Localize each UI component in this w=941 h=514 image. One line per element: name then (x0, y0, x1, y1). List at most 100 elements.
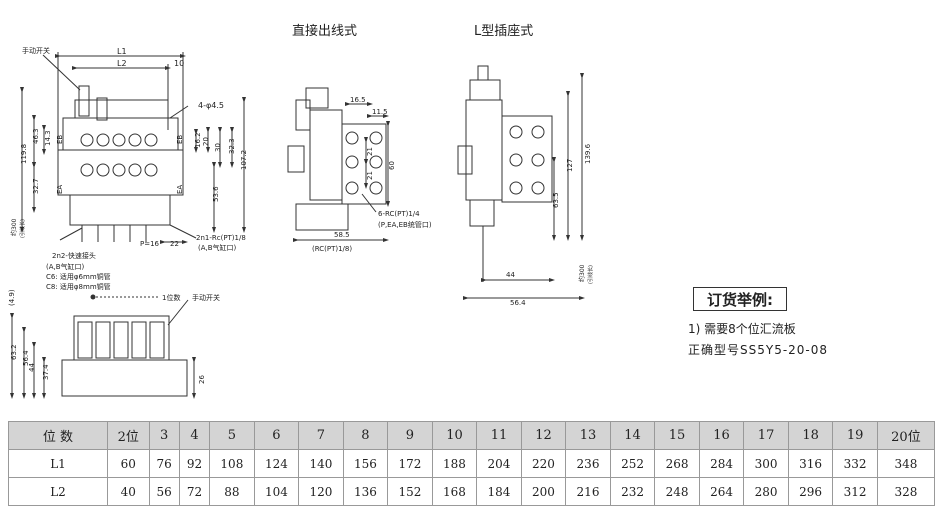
table-cell: 216 (565, 477, 611, 506)
dim-56-4-bottom: 56.4 (22, 350, 30, 366)
table-cell: 316 (787, 449, 834, 478)
table-cell: 248 (654, 477, 700, 506)
table-cell: 328 (876, 477, 936, 506)
table-cell: 348 (876, 449, 936, 478)
dim-63-2: 63.2 (10, 344, 18, 360)
label-eb-right: EB (176, 135, 184, 144)
port-rc-label: 2n1-Rc(PT)1/8 (196, 234, 246, 242)
dim-21-top: 21 (366, 147, 374, 156)
position-marker-icon (90, 294, 96, 300)
table-cell: 232 (609, 477, 656, 506)
header-cell: 11 (476, 421, 522, 450)
title-l-plug: L型插座式 (474, 24, 533, 39)
table-cell: 40 (107, 477, 150, 506)
header-cell: 20位 (876, 421, 936, 450)
order-example-title: 订货举例: (693, 287, 787, 311)
dim-53-6: 53.6 (212, 186, 220, 202)
table-cell: 268 (654, 449, 700, 478)
fitting-label: 2n2-快速接头 (52, 251, 96, 260)
dim-32-3: 32.3 (228, 138, 236, 154)
dim-37-4: 37.4 (42, 364, 50, 380)
dim-139-6: 139.6 (584, 143, 592, 164)
row-label-cell: L1 (8, 449, 108, 478)
header-cell: 9 (387, 421, 433, 450)
label-eb: EB (56, 135, 64, 144)
table-cell: 56 (148, 477, 180, 506)
dim-58-5: 58.5 (334, 231, 350, 239)
header-cell: 2位 (107, 421, 150, 450)
table-cell: 108 (209, 449, 255, 478)
table-cell: 236 (565, 449, 611, 478)
technical-drawing: 直接出线式 L型插座式 (8, 23, 594, 399)
dim-46-3: 46.3 (32, 128, 40, 144)
lead-note-right: (引线长) (587, 265, 594, 284)
header-cell: 13 (565, 421, 611, 450)
dim-107-2: 107.2 (240, 150, 248, 170)
dim-63-5: 63.5 (552, 192, 560, 208)
header-cell: 12 (520, 421, 567, 450)
table-cell: 172 (387, 449, 433, 478)
dim-60: 60 (388, 161, 396, 170)
lead-300-right: 约300 (578, 264, 586, 282)
table-cell: 284 (698, 449, 745, 478)
row-label-cell: L2 (8, 477, 108, 506)
dim-26: 26 (198, 375, 206, 384)
dim-44: 44 (506, 271, 515, 279)
table-cell: 300 (743, 449, 789, 478)
dim-21-bottom: 21 (366, 171, 374, 180)
table-cell: 168 (431, 477, 478, 506)
table-cell: 140 (298, 449, 344, 478)
header-cell: 5 (209, 421, 255, 450)
dim-l2: L2 (117, 59, 127, 68)
header-cell: 19 (832, 421, 878, 450)
table-cell: 220 (520, 449, 567, 478)
pitch-label: P=16 (140, 240, 160, 248)
side-view-lplug (457, 65, 585, 300)
table-cell: 104 (253, 477, 300, 506)
header-cell: 3 (148, 421, 180, 450)
label-ea-right: EA (176, 185, 184, 194)
table-cell: 188 (431, 449, 478, 478)
side-view-direct (287, 87, 390, 242)
rc-bottom-label: (RC(PT)1/8) (312, 245, 352, 253)
table-cell: 296 (787, 477, 834, 506)
header-cell: 6 (253, 421, 300, 450)
dim-10: 10 (174, 59, 184, 68)
dim-4-9: (4.9) (8, 289, 16, 306)
bottom-view (10, 296, 196, 399)
dim-20: 20 (202, 137, 210, 146)
dim-119-8: 119.8 (20, 144, 28, 164)
table-cell: 156 (342, 449, 389, 478)
label-ea: EA (56, 185, 64, 194)
lead-note-left: (引线长) (19, 219, 26, 238)
table-cell: 264 (698, 477, 745, 506)
dim-127: 127 (566, 159, 574, 172)
c6-note: C6: 适用φ6mm铜管 (46, 272, 111, 281)
dim-56-4: 56.4 (510, 299, 526, 307)
dim-16-2: 16.2 (194, 132, 202, 148)
front-view (20, 52, 246, 244)
table-cell: 88 (209, 477, 255, 506)
fitting-sub: (A,B气缸口) (46, 262, 85, 271)
header-label-cell: 位 数 (8, 421, 108, 450)
table-cell: 136 (342, 477, 389, 506)
header-cell: 15 (654, 421, 700, 450)
dim-16-5: 16.5 (350, 96, 366, 104)
manual-switch-label-2: 手动开关 (192, 293, 220, 302)
table-cell: 120 (298, 477, 344, 506)
header-cell: 14 (609, 421, 656, 450)
table-cell: 200 (520, 477, 567, 506)
one-pos-label: 1位数 (162, 293, 180, 302)
six-rc-sub: (P,EA,EB统管口) (378, 220, 432, 229)
header-cell: 16 (698, 421, 745, 450)
order-example-line1: 1) 需要8个位汇流板 (688, 322, 796, 336)
header-cell: 4 (178, 421, 211, 450)
dim-l1: L1 (117, 47, 127, 56)
table-cell: 76 (148, 449, 180, 478)
table-cell: 312 (832, 477, 878, 506)
dim-30: 30 (214, 143, 222, 152)
